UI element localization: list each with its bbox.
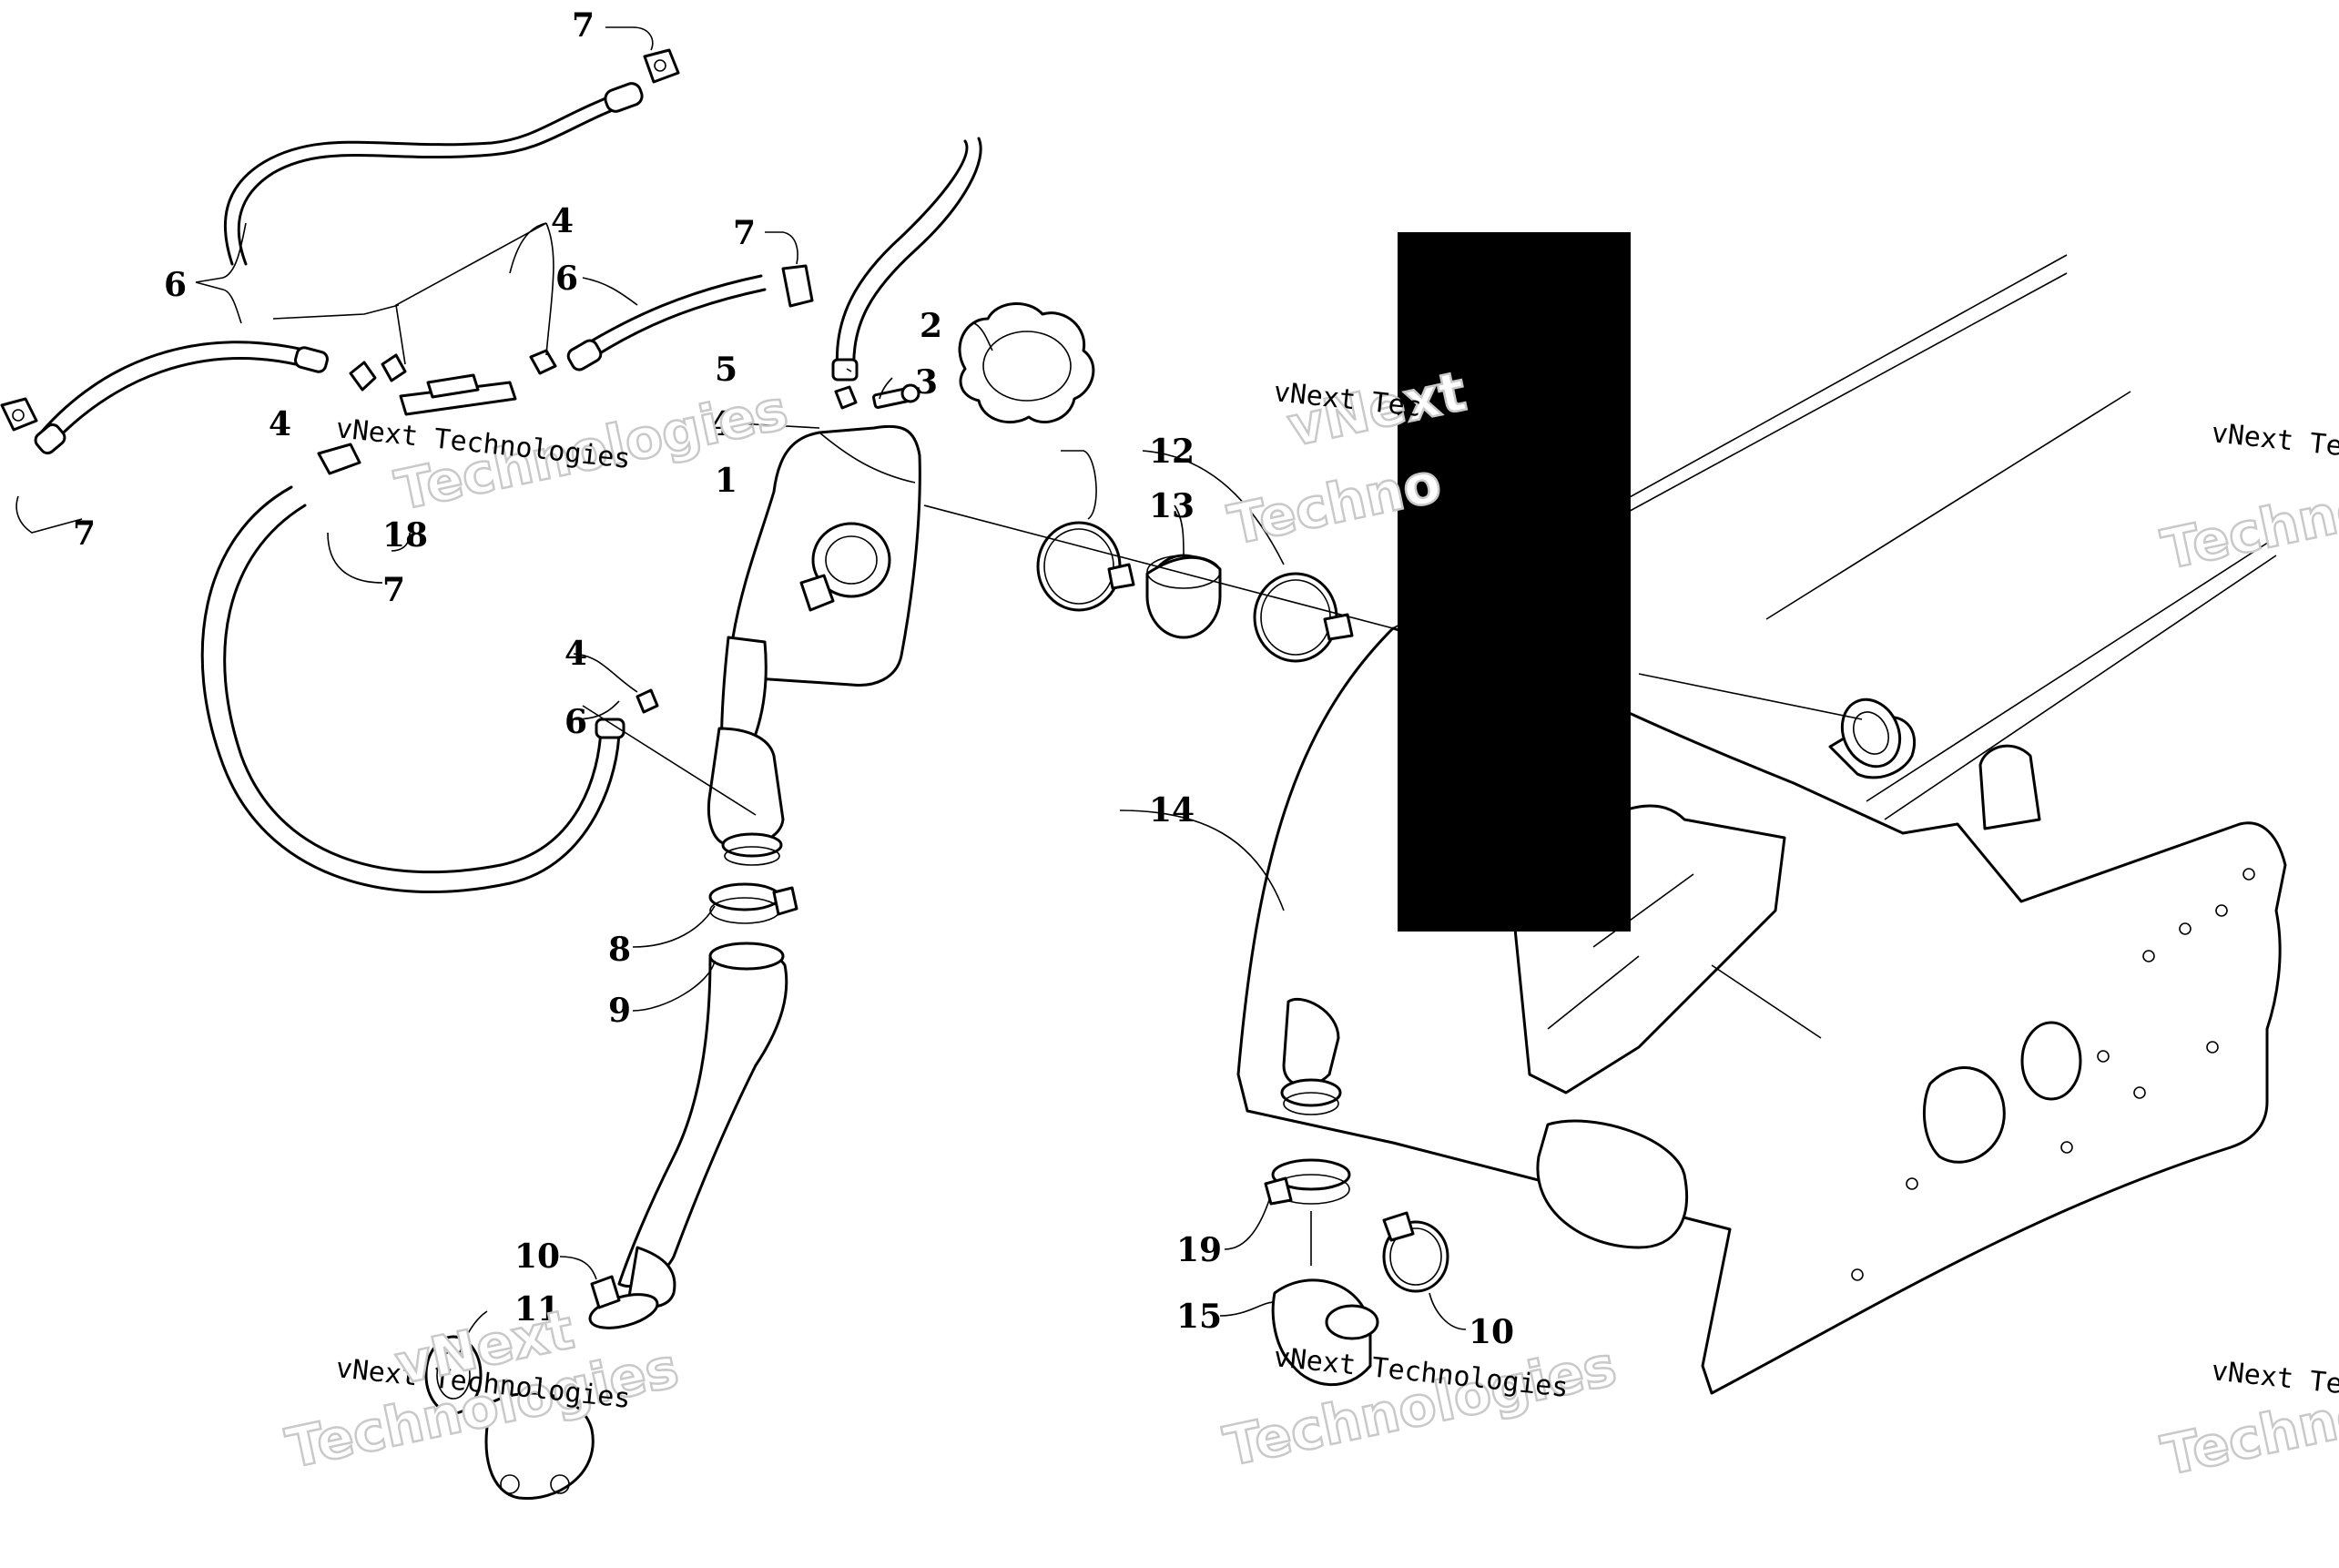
callout-7: 7 (73, 514, 96, 553)
screw-3 (872, 383, 920, 409)
fitting-7-right (781, 264, 814, 308)
clamp-7-top (643, 48, 680, 84)
callout-4: 4 (551, 202, 574, 240)
fuel-cap-2 (958, 302, 1095, 424)
callout-5: 5 (715, 351, 737, 389)
hose-right-6 (566, 274, 767, 372)
leader-lines (15, 26, 1863, 1353)
callout-13: 13 (1149, 487, 1195, 525)
callout-3: 3 (915, 363, 938, 402)
redaction-block (1398, 232, 1631, 932)
callout-2: 2 (920, 307, 942, 345)
callout-7: 7 (382, 571, 405, 609)
filler-nozzle-11 (424, 1335, 595, 1501)
callout-1: 1 (715, 462, 737, 500)
elbow-15 (1271, 1278, 1379, 1387)
clamp-7-mid (317, 443, 361, 475)
clamp-19 (1264, 1158, 1351, 1206)
watermark-fragment: Techno (2157, 475, 2339, 583)
callout-7: 7 (572, 6, 595, 45)
watermark-fragment: vNext Tec (2210, 417, 2339, 464)
clamp-12-left (1036, 521, 1135, 612)
callout-11: 11 (514, 1290, 560, 1329)
callout-4: 4 (269, 405, 291, 443)
hose-upper-6 (223, 82, 644, 266)
callout-10: 10 (1469, 1313, 1514, 1351)
duct-outlet (1280, 997, 1342, 1115)
callout-18: 18 (382, 516, 428, 555)
callout-6: 6 (164, 266, 187, 304)
clamp-10-lower (588, 1275, 659, 1329)
callout-labels: 7 6 4 7 6 2 5 3 4 4 1 18 7 7 12 13 4 6 1… (73, 6, 1514, 1351)
filler-hose-upper (707, 727, 785, 866)
watermark-fragment: Techno (2157, 1381, 2339, 1489)
callout-14: 14 (1149, 791, 1195, 830)
clamp-7-left (0, 397, 38, 432)
filler-hose-9 (617, 942, 788, 1308)
callout-10: 10 (514, 1237, 560, 1276)
callout-7: 7 (733, 214, 756, 252)
callout-4: 4 (710, 405, 733, 443)
hose-large-loop-6 (200, 485, 625, 893)
callout-4: 4 (564, 635, 587, 673)
tee-fitting-18 (399, 373, 517, 416)
callout-6: 6 (555, 260, 578, 298)
clamps-4 (349, 349, 858, 714)
callout-19: 19 (1176, 1231, 1222, 1269)
callout-15: 15 (1176, 1298, 1222, 1336)
hose-left-6 (34, 341, 329, 455)
clamp-12-right (1253, 572, 1354, 663)
callout-9: 9 (608, 992, 631, 1030)
clamp-8 (708, 882, 798, 924)
callout-6: 6 (564, 703, 587, 741)
callout-12: 12 (1149, 433, 1195, 471)
hose-vent-5 (831, 137, 982, 382)
clamp-10-right (1382, 1211, 1449, 1293)
coupler-13 (1145, 554, 1222, 639)
callout-8: 8 (608, 931, 631, 969)
